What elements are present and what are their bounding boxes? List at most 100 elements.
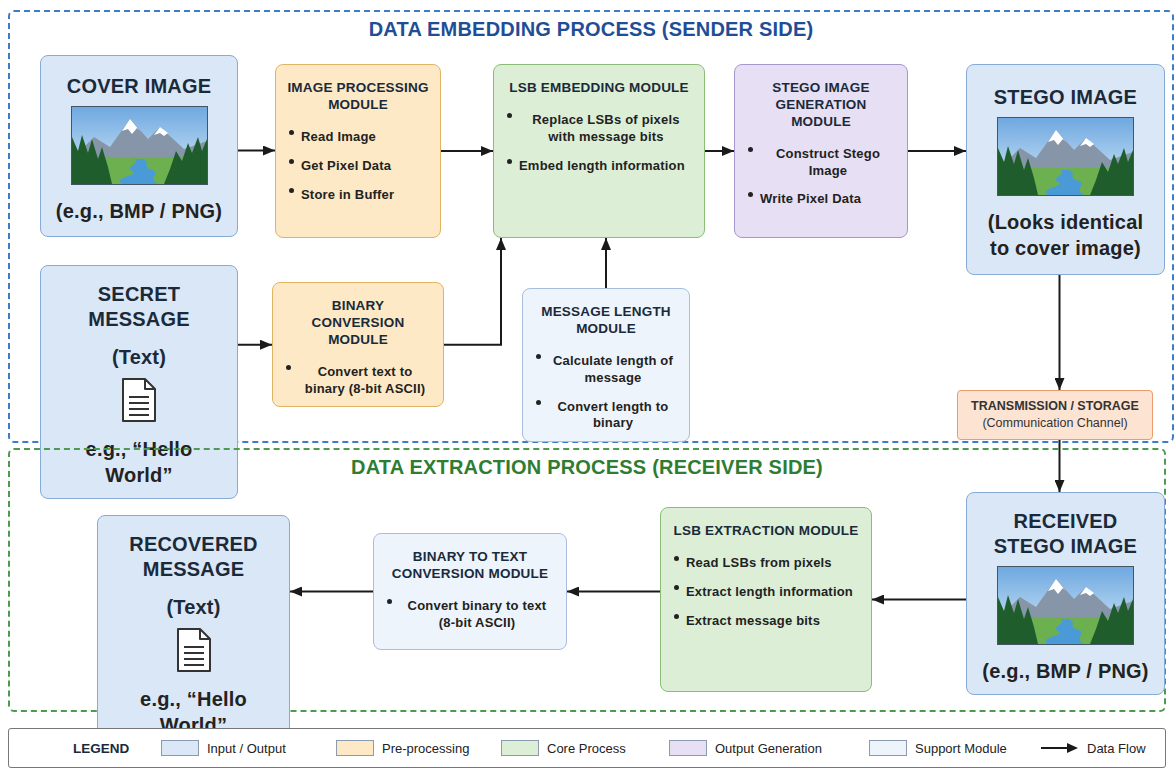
legend-item: Pre-processing xyxy=(336,729,469,767)
legend-swatch xyxy=(669,740,707,756)
region-title: DATA EMBEDDING PROCESS (SENDER SIDE) xyxy=(10,12,1172,41)
landscape-use xyxy=(998,567,1133,644)
legend-item: Support Module xyxy=(869,729,1007,767)
process-region: DATA EMBEDDING PROCESS (SENDER SIDE) COVE… xyxy=(8,10,1174,443)
bullet-dot xyxy=(289,188,294,193)
module-box: IMAGE PROCESSING MODULERead ImageGet Pix… xyxy=(275,64,441,238)
bullet-dot xyxy=(674,585,679,590)
document-use xyxy=(178,629,210,671)
bullet-text: Construct Stego Image xyxy=(760,140,896,180)
bullet-dot xyxy=(289,130,294,135)
bullet-row: Read LSBs from pixels xyxy=(672,549,860,572)
bullet-text: Convert length to binary xyxy=(548,393,678,433)
flow-arrow xyxy=(567,591,660,593)
box-title: BINARY CONVERSION MODULE xyxy=(284,292,432,349)
box-title: COVER IMAGE xyxy=(67,68,211,99)
module-box: LSB EMBEDDING MODULE Replace LSBs of pixe… xyxy=(493,64,705,238)
bullet-dot xyxy=(674,556,679,561)
box-title: (Text) xyxy=(112,339,166,370)
bullet-row: Read Image xyxy=(287,123,429,146)
caption-text: (Looks identical to cover image) xyxy=(977,203,1154,261)
flow-arrow xyxy=(705,150,734,152)
bullet-text: Write Pixel Data xyxy=(760,185,861,208)
legend-arrow xyxy=(1041,742,1079,754)
process-region: DATA EXTRACTION PROCESS (RECEIVER SIDE) R… xyxy=(8,448,1166,712)
box-title: MESSAGE LENGTH MODULE xyxy=(534,298,678,338)
legend-item: Output Generation xyxy=(669,729,822,767)
legend-box: LEGEND Input / Output Pre-processing Core P… xyxy=(8,728,1166,768)
bullet-dot xyxy=(748,192,753,197)
module-box: BINARY CONVERSION MODULE Convert text to … xyxy=(272,282,444,407)
bullet-text: Embed length information xyxy=(519,152,685,175)
module-box: LSB EXTRACTION MODULE Read LSBs from pixe… xyxy=(660,507,872,692)
io-box: COVER IMAGE (e.g., BMP / PNG) xyxy=(40,55,238,237)
legend-text: Output Generation xyxy=(715,741,822,756)
bullet-dot xyxy=(536,354,541,359)
bullet-row: Extract message bits xyxy=(672,607,860,630)
box-title: BINARY TO TEXT CONVERSION MODULE xyxy=(385,543,555,583)
landscape-picture xyxy=(71,106,208,185)
module-box: BINARY TO TEXT CONVERSION MODULE Convert … xyxy=(373,533,567,650)
bullet-dot xyxy=(286,365,291,370)
box-title: TRANSMISSION / STORAGE xyxy=(971,399,1139,415)
legend-title: LEGEND xyxy=(73,729,129,767)
legend-item: Core Process xyxy=(501,729,626,767)
bullet-row: Convert binary to text (8-bit ASCII) xyxy=(385,592,555,632)
flow-arrow xyxy=(872,599,966,601)
bullet-row: Replace LSBs of pixels with message bits xyxy=(505,106,693,146)
io-box: RECEIVED STEGO IMAGE (e.g., BMP / PNG) xyxy=(966,492,1165,695)
bullet-text: Extract message bits xyxy=(686,607,820,630)
box-title: RECEIVED STEGO IMAGE xyxy=(977,503,1154,559)
region-title: DATA EXTRACTION PROCESS (RECEIVER SIDE) xyxy=(10,450,1164,479)
bullet-dot xyxy=(536,400,541,405)
document-icon xyxy=(121,377,157,423)
bullet-dot xyxy=(289,159,294,164)
bullet-row: Calculate length of message xyxy=(534,347,678,387)
landscape-use xyxy=(998,118,1133,195)
legend-text: Core Process xyxy=(547,741,626,756)
bullet-dot xyxy=(748,147,753,152)
landscape-use xyxy=(72,107,207,184)
legend-text: Input / Output xyxy=(207,741,286,756)
io-box: SECRET MESSAGE (Text) e.g., “Hello World” xyxy=(40,265,238,499)
box-title: RECOVERED MESSAGE xyxy=(108,526,279,582)
bullet-text: Read LSBs from pixels xyxy=(686,549,832,572)
box-title: STEGO IMAGE xyxy=(994,79,1137,110)
legend-arrow-line xyxy=(1041,747,1069,749)
bullet-text: Convert binary to text (8-bit ASCII) xyxy=(399,592,555,632)
bullet-dot xyxy=(507,113,512,118)
flow-arrow xyxy=(290,591,373,593)
box-title: LSB EMBEDDING MODULE xyxy=(505,74,693,97)
box-title: LSB EXTRACTION MODULE xyxy=(672,517,860,540)
bullet-row: Construct Stego Image xyxy=(746,140,896,180)
flow-arrow xyxy=(444,238,501,345)
bullet-row: Write Pixel Data xyxy=(746,185,896,208)
module-box: STEGO IMAGE GENERATION MODULEConstruct S… xyxy=(734,64,908,238)
legend-swatch xyxy=(869,740,907,756)
caption-text: (e.g., BMP / PNG) xyxy=(56,192,222,224)
box-title: SECRET MESSAGE xyxy=(51,276,227,332)
flow-arrow xyxy=(238,344,272,346)
legend-text: Support Module xyxy=(915,741,1007,756)
bullet-row: Convert length to binary xyxy=(534,393,678,433)
bullet-dot xyxy=(387,599,392,604)
bullet-row: Embed length information xyxy=(505,152,693,175)
bullet-text: Read Image xyxy=(301,123,376,146)
box-title: (Text) xyxy=(166,589,220,620)
document-use xyxy=(123,379,155,421)
flow-arrow xyxy=(441,150,493,152)
caption-text: (e.g., BMP / PNG) xyxy=(982,652,1148,684)
legend-item: Data Flow xyxy=(1041,729,1146,767)
bullet-dot xyxy=(674,614,679,619)
caption-text: e.g., “Hello World” xyxy=(51,430,227,488)
legend-arrow-head xyxy=(1067,743,1078,753)
landscape-picture xyxy=(997,566,1134,645)
bullet-row: Extract length information xyxy=(672,578,860,601)
io-box: RECOVERED MESSAGE(Text)e.g., “Hello Worl… xyxy=(97,515,290,749)
caption-text: (Communication Channel) xyxy=(982,415,1127,431)
legend-swatch xyxy=(501,740,539,756)
flow-arrow xyxy=(908,150,966,152)
bullet-text: Convert text to binary (8-bit ASCII) xyxy=(298,358,432,398)
bullet-text: Get Pixel Data xyxy=(301,152,391,175)
